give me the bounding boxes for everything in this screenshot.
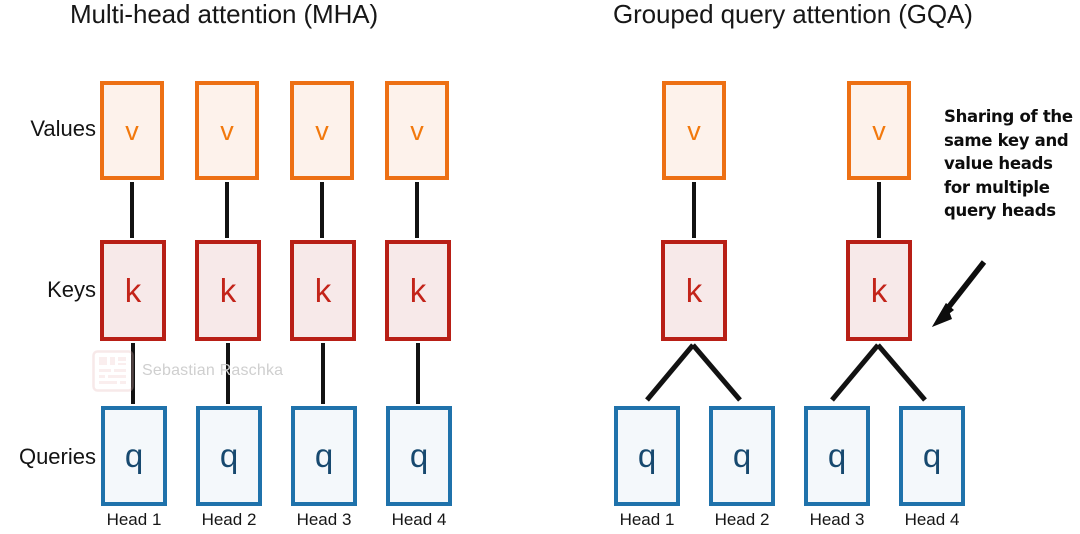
mha-key-box-4[interactable]: k (385, 240, 451, 341)
gqa-query-box-4[interactable]: q (899, 406, 965, 506)
value-glyph: v (687, 115, 701, 146)
gqa-connector-value-key-2 (877, 182, 881, 238)
mha-connector-key-query-1 (131, 343, 135, 404)
watermark-text: Sebastian Raschka (142, 362, 284, 379)
gqa-branch-group-1 (645, 343, 742, 402)
gqa-head-caption-3: Head 3 (809, 510, 865, 529)
value-glyph: v (220, 115, 234, 146)
gqa-query-box-1[interactable]: q (614, 406, 680, 506)
mha-value-box-4[interactable]: v (385, 81, 449, 180)
value-glyph: v (125, 115, 139, 146)
key-glyph: k (314, 271, 332, 309)
annotation-text: Sharing of the same key and value heads … (944, 107, 1073, 220)
key-glyph: k (409, 271, 427, 309)
query-glyph: q (637, 437, 657, 474)
gqa-connector-value-key-1 (692, 182, 696, 238)
row-label-values: Values (30, 116, 96, 141)
mha-query-box-4[interactable]: q (386, 406, 452, 506)
mha-connector-key-query-3 (321, 343, 325, 404)
gqa-head-caption-2: Head 2 (714, 510, 770, 529)
panel-title-gqa: Grouped query attention (GQA) (613, 0, 973, 29)
gqa-value-box-2[interactable]: v (847, 81, 911, 180)
mha-query-box-1[interactable]: q (101, 406, 167, 506)
mha-key-box-1[interactable]: k (100, 240, 166, 341)
query-glyph: q (732, 437, 752, 474)
mha-query-box-2[interactable]: q (196, 406, 262, 506)
mha-value-box-3[interactable]: v (290, 81, 354, 180)
mha-query-box-3[interactable]: q (291, 406, 357, 506)
key-glyph: k (685, 271, 703, 309)
annotation-arrow-icon (932, 260, 987, 327)
mha-value-box-1[interactable]: v (100, 81, 164, 180)
query-glyph: q (922, 437, 942, 474)
row-label-keys: Keys (47, 277, 96, 302)
gqa-query-box-3[interactable]: q (804, 406, 870, 506)
key-glyph: k (219, 271, 237, 309)
key-glyph: k (870, 271, 888, 309)
value-glyph: v (410, 115, 424, 146)
mha-connector-value-key-4 (415, 182, 419, 238)
gqa-key-box-1[interactable]: k (661, 240, 727, 341)
mha-head-caption-1: Head 1 (106, 510, 162, 529)
gqa-value-box-1[interactable]: v (662, 81, 726, 180)
mha-connector-value-key-3 (320, 182, 324, 238)
gqa-query-box-2[interactable]: q (709, 406, 775, 506)
mha-key-box-3[interactable]: k (290, 240, 356, 341)
query-glyph: q (219, 437, 239, 474)
value-glyph: v (315, 115, 329, 146)
query-glyph: q (314, 437, 334, 474)
mha-head-caption-4: Head 4 (391, 510, 447, 529)
mha-key-box-2[interactable]: k (195, 240, 261, 341)
query-glyph: q (827, 437, 847, 474)
mha-head-caption-2: Head 2 (201, 510, 257, 529)
gqa-key-box-2[interactable]: k (846, 240, 912, 341)
gqa-head-caption-4: Head 4 (904, 510, 960, 529)
watermark: Sebastian Raschka (92, 350, 283, 392)
mha-value-box-2[interactable]: v (195, 81, 259, 180)
mha-connector-value-key-2 (225, 182, 229, 238)
key-glyph: k (124, 271, 142, 309)
watermark-logo-icon (92, 350, 134, 392)
query-glyph: q (409, 437, 429, 474)
mha-connector-value-key-1 (130, 182, 134, 238)
query-glyph: q (124, 437, 144, 474)
gqa-head-caption-1: Head 1 (619, 510, 675, 529)
gqa-branch-group-2 (830, 343, 927, 402)
value-glyph: v (872, 115, 886, 146)
mha-head-caption-3: Head 3 (296, 510, 352, 529)
row-label-queries: Queries (18, 444, 96, 469)
mha-connector-key-query-4 (416, 343, 420, 404)
panel-title-mha: Multi-head attention (MHA) (70, 0, 379, 29)
mha-connector-key-query-2 (226, 343, 230, 404)
